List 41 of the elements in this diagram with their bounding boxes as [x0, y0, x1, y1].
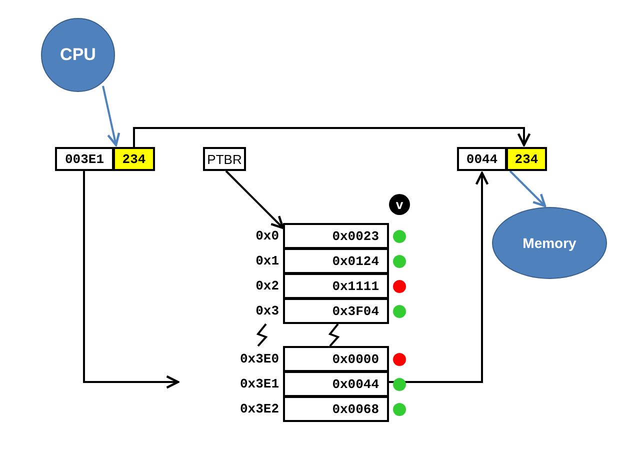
node-label: 0044	[466, 152, 498, 166]
column-header-badge	[389, 194, 410, 215]
node-label: 0x3F04	[332, 304, 379, 318]
register-box	[113, 147, 155, 171]
register-box	[203, 147, 246, 171]
arrow	[225, 170, 284, 230]
status-dot	[393, 230, 406, 243]
row-address: 0x3E1	[240, 376, 279, 392]
arrow	[102, 86, 120, 146]
node-label: Memory	[522, 235, 576, 251]
row-address: 0x3E0	[240, 352, 279, 366]
node-label: 0x0023	[332, 228, 379, 244]
arrow	[389, 172, 489, 383]
node-label: 003E1	[64, 152, 104, 166]
row-address: 0x1	[256, 254, 279, 268]
status-dot	[393, 403, 406, 416]
status-dot	[393, 280, 406, 293]
node-label: 234	[514, 152, 538, 166]
node-label: 0x0068	[332, 402, 379, 416]
register-box	[506, 147, 547, 171]
arrow	[509, 170, 546, 208]
status-dot	[393, 305, 406, 318]
node-label: CPU	[60, 45, 96, 65]
row-address: 0x0	[256, 228, 279, 244]
node-label: 234	[122, 152, 146, 166]
node-label: 0x0044	[332, 376, 379, 392]
arrow	[133, 127, 531, 147]
node-label: 0x0000	[332, 352, 379, 366]
status-dot	[393, 378, 406, 391]
status-dot	[393, 353, 406, 366]
row-address: 0x3E2	[240, 402, 279, 416]
row-address: 0x3	[256, 304, 279, 318]
node-label: 0x1111	[332, 278, 379, 294]
node-label: PTBR	[207, 152, 242, 166]
node-label: v	[396, 197, 404, 212]
register-box	[55, 147, 114, 171]
arrow	[83, 171, 180, 389]
node-label: 0x0124	[332, 254, 379, 268]
register-box	[457, 147, 507, 171]
row-address: 0x2	[256, 278, 279, 294]
status-dot	[393, 255, 406, 268]
